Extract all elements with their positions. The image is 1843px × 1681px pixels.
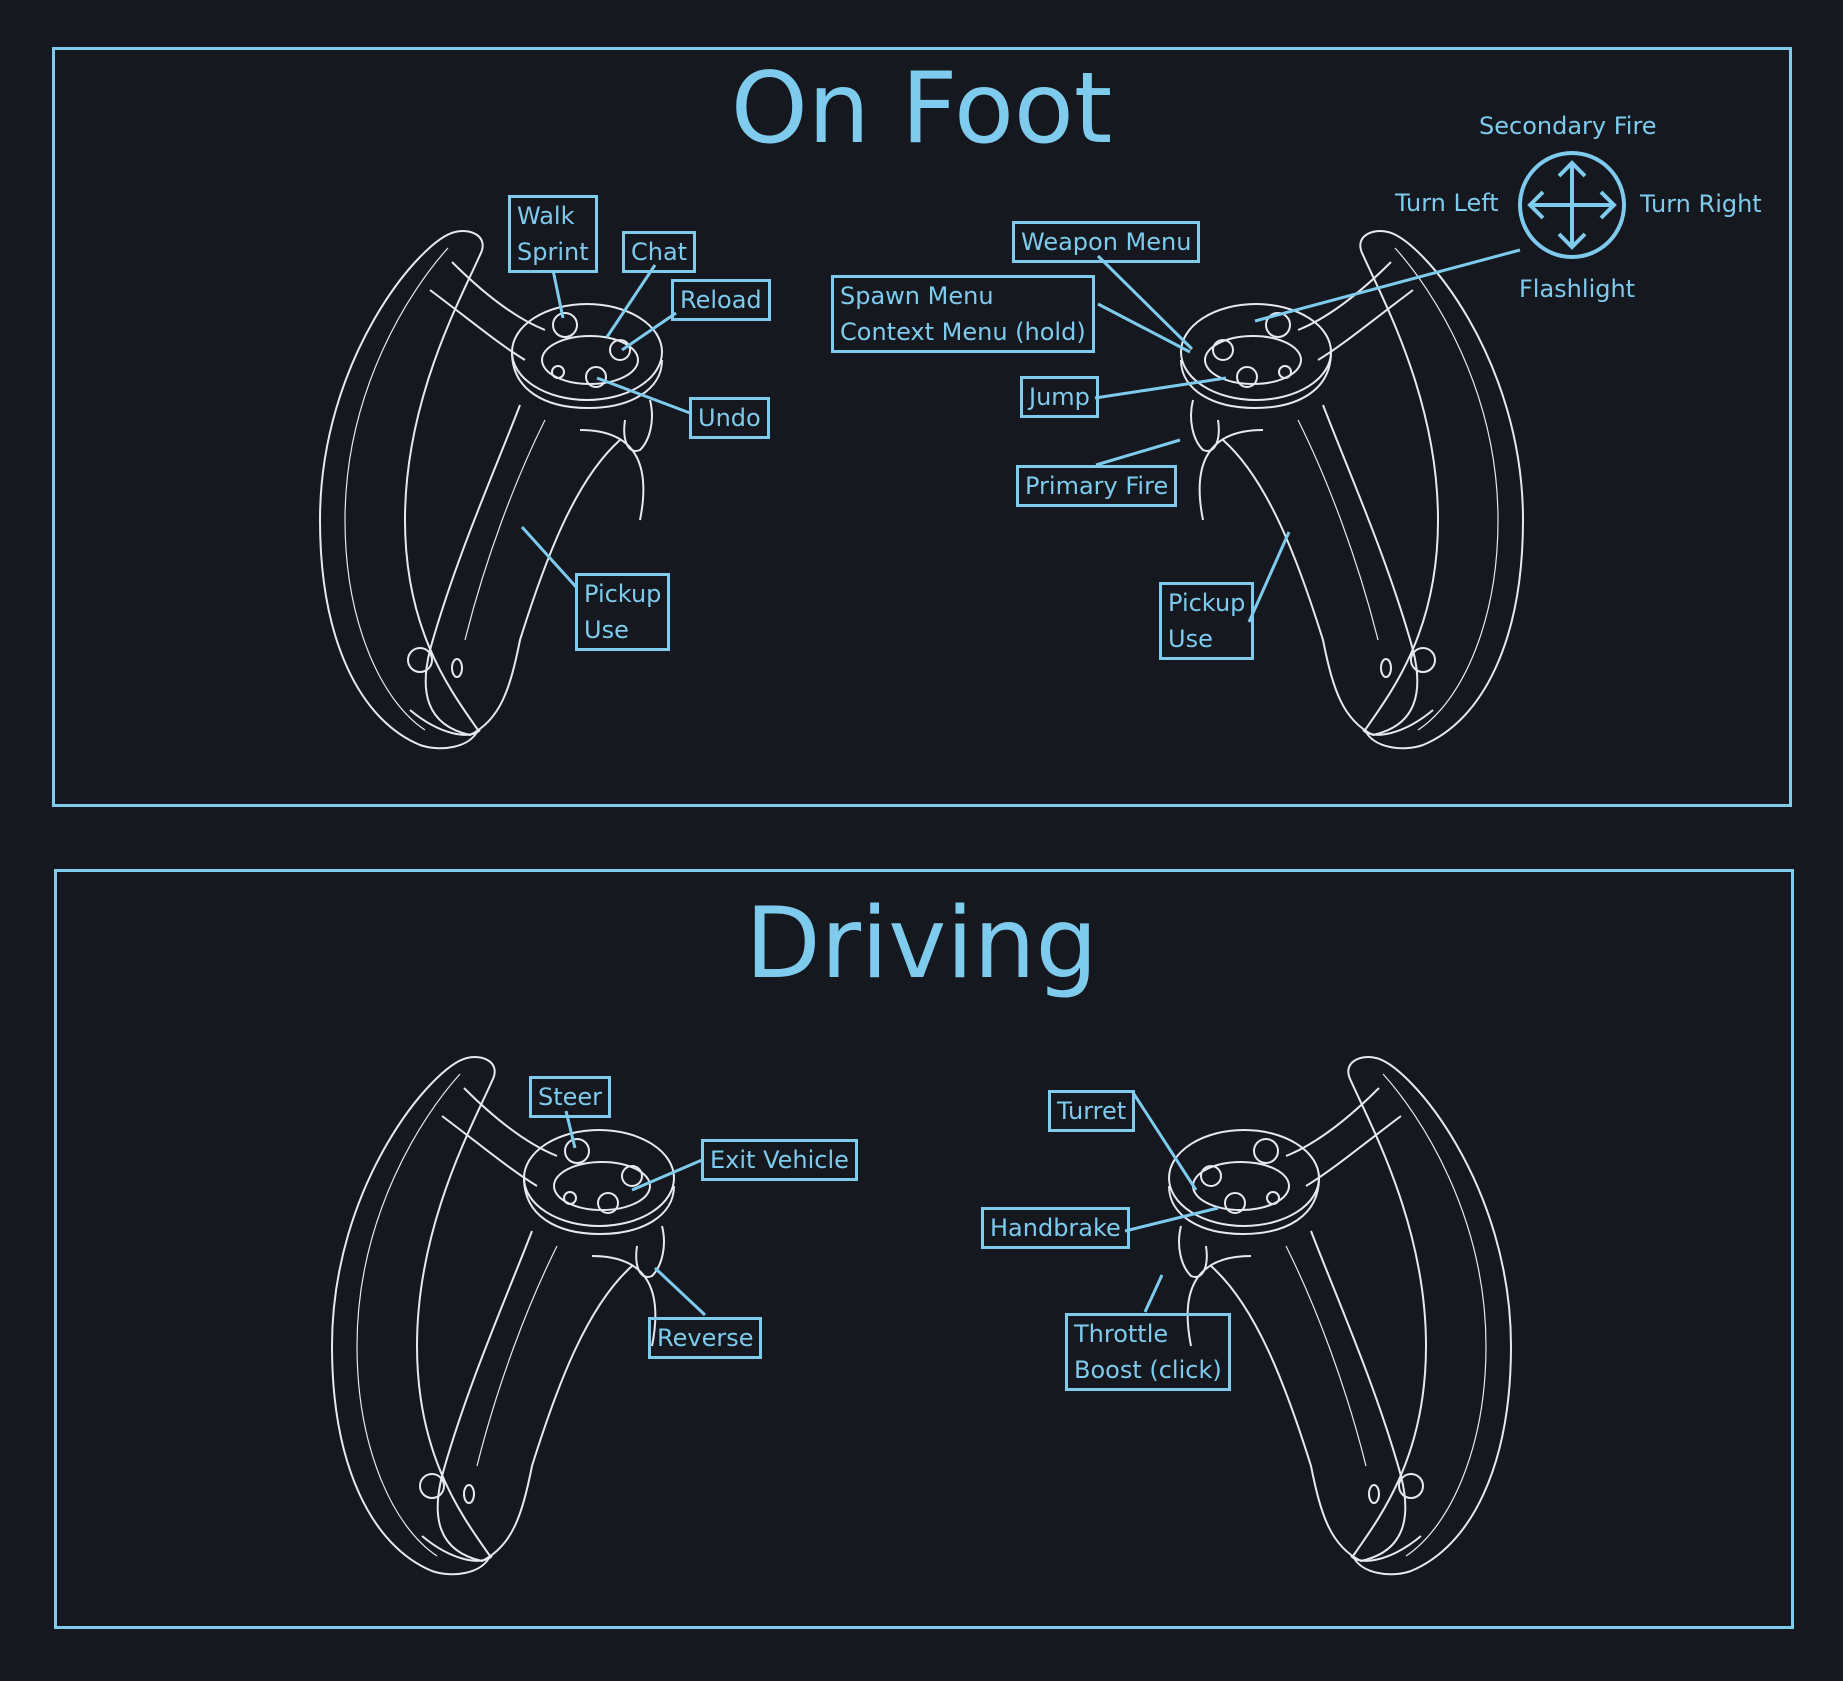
- label-chat: Chat: [622, 231, 697, 273]
- leader-lines-driving: [564, 1090, 1219, 1317]
- dpad-right-label: Turn Right: [1640, 190, 1762, 218]
- label-left-grip: Pickup Use: [575, 573, 671, 651]
- label-undo: Undo: [689, 397, 770, 439]
- dpad-up-label: Secondary Fire: [1479, 112, 1657, 140]
- label-walk-sprint: Walk Sprint: [508, 195, 598, 273]
- label-jump: Jump: [1020, 376, 1099, 418]
- label-exit-vehicle: Exit Vehicle: [701, 1139, 858, 1181]
- label-primary-fire: Primary Fire: [1016, 465, 1178, 507]
- label-reverse: Reverse: [648, 1317, 763, 1359]
- driving-panel: [54, 869, 1794, 1629]
- dpad-down-label: Flashlight: [1519, 275, 1636, 303]
- label-throttle-boost: Throttle Boost (click): [1065, 1313, 1231, 1391]
- leader-lines-on-foot: [520, 248, 1521, 623]
- label-weapon-menu: Weapon Menu: [1012, 221, 1201, 263]
- label-handbrake: Handbrake: [981, 1207, 1130, 1249]
- label-steer: Steer: [529, 1076, 612, 1118]
- dpad-left-label: Turn Left: [1395, 189, 1499, 217]
- label-spawn-menu: Spawn Menu Context Menu (hold): [831, 275, 1095, 353]
- on-foot-panel: [52, 47, 1792, 807]
- label-turret: Turret: [1048, 1090, 1136, 1132]
- dpad-icon: [1518, 151, 1626, 259]
- label-right-grip: Pickup Use: [1159, 582, 1255, 660]
- driving-title: Driving: [745, 887, 1098, 1001]
- on-foot-title: On Foot: [730, 52, 1113, 166]
- label-reload: Reload: [671, 279, 771, 321]
